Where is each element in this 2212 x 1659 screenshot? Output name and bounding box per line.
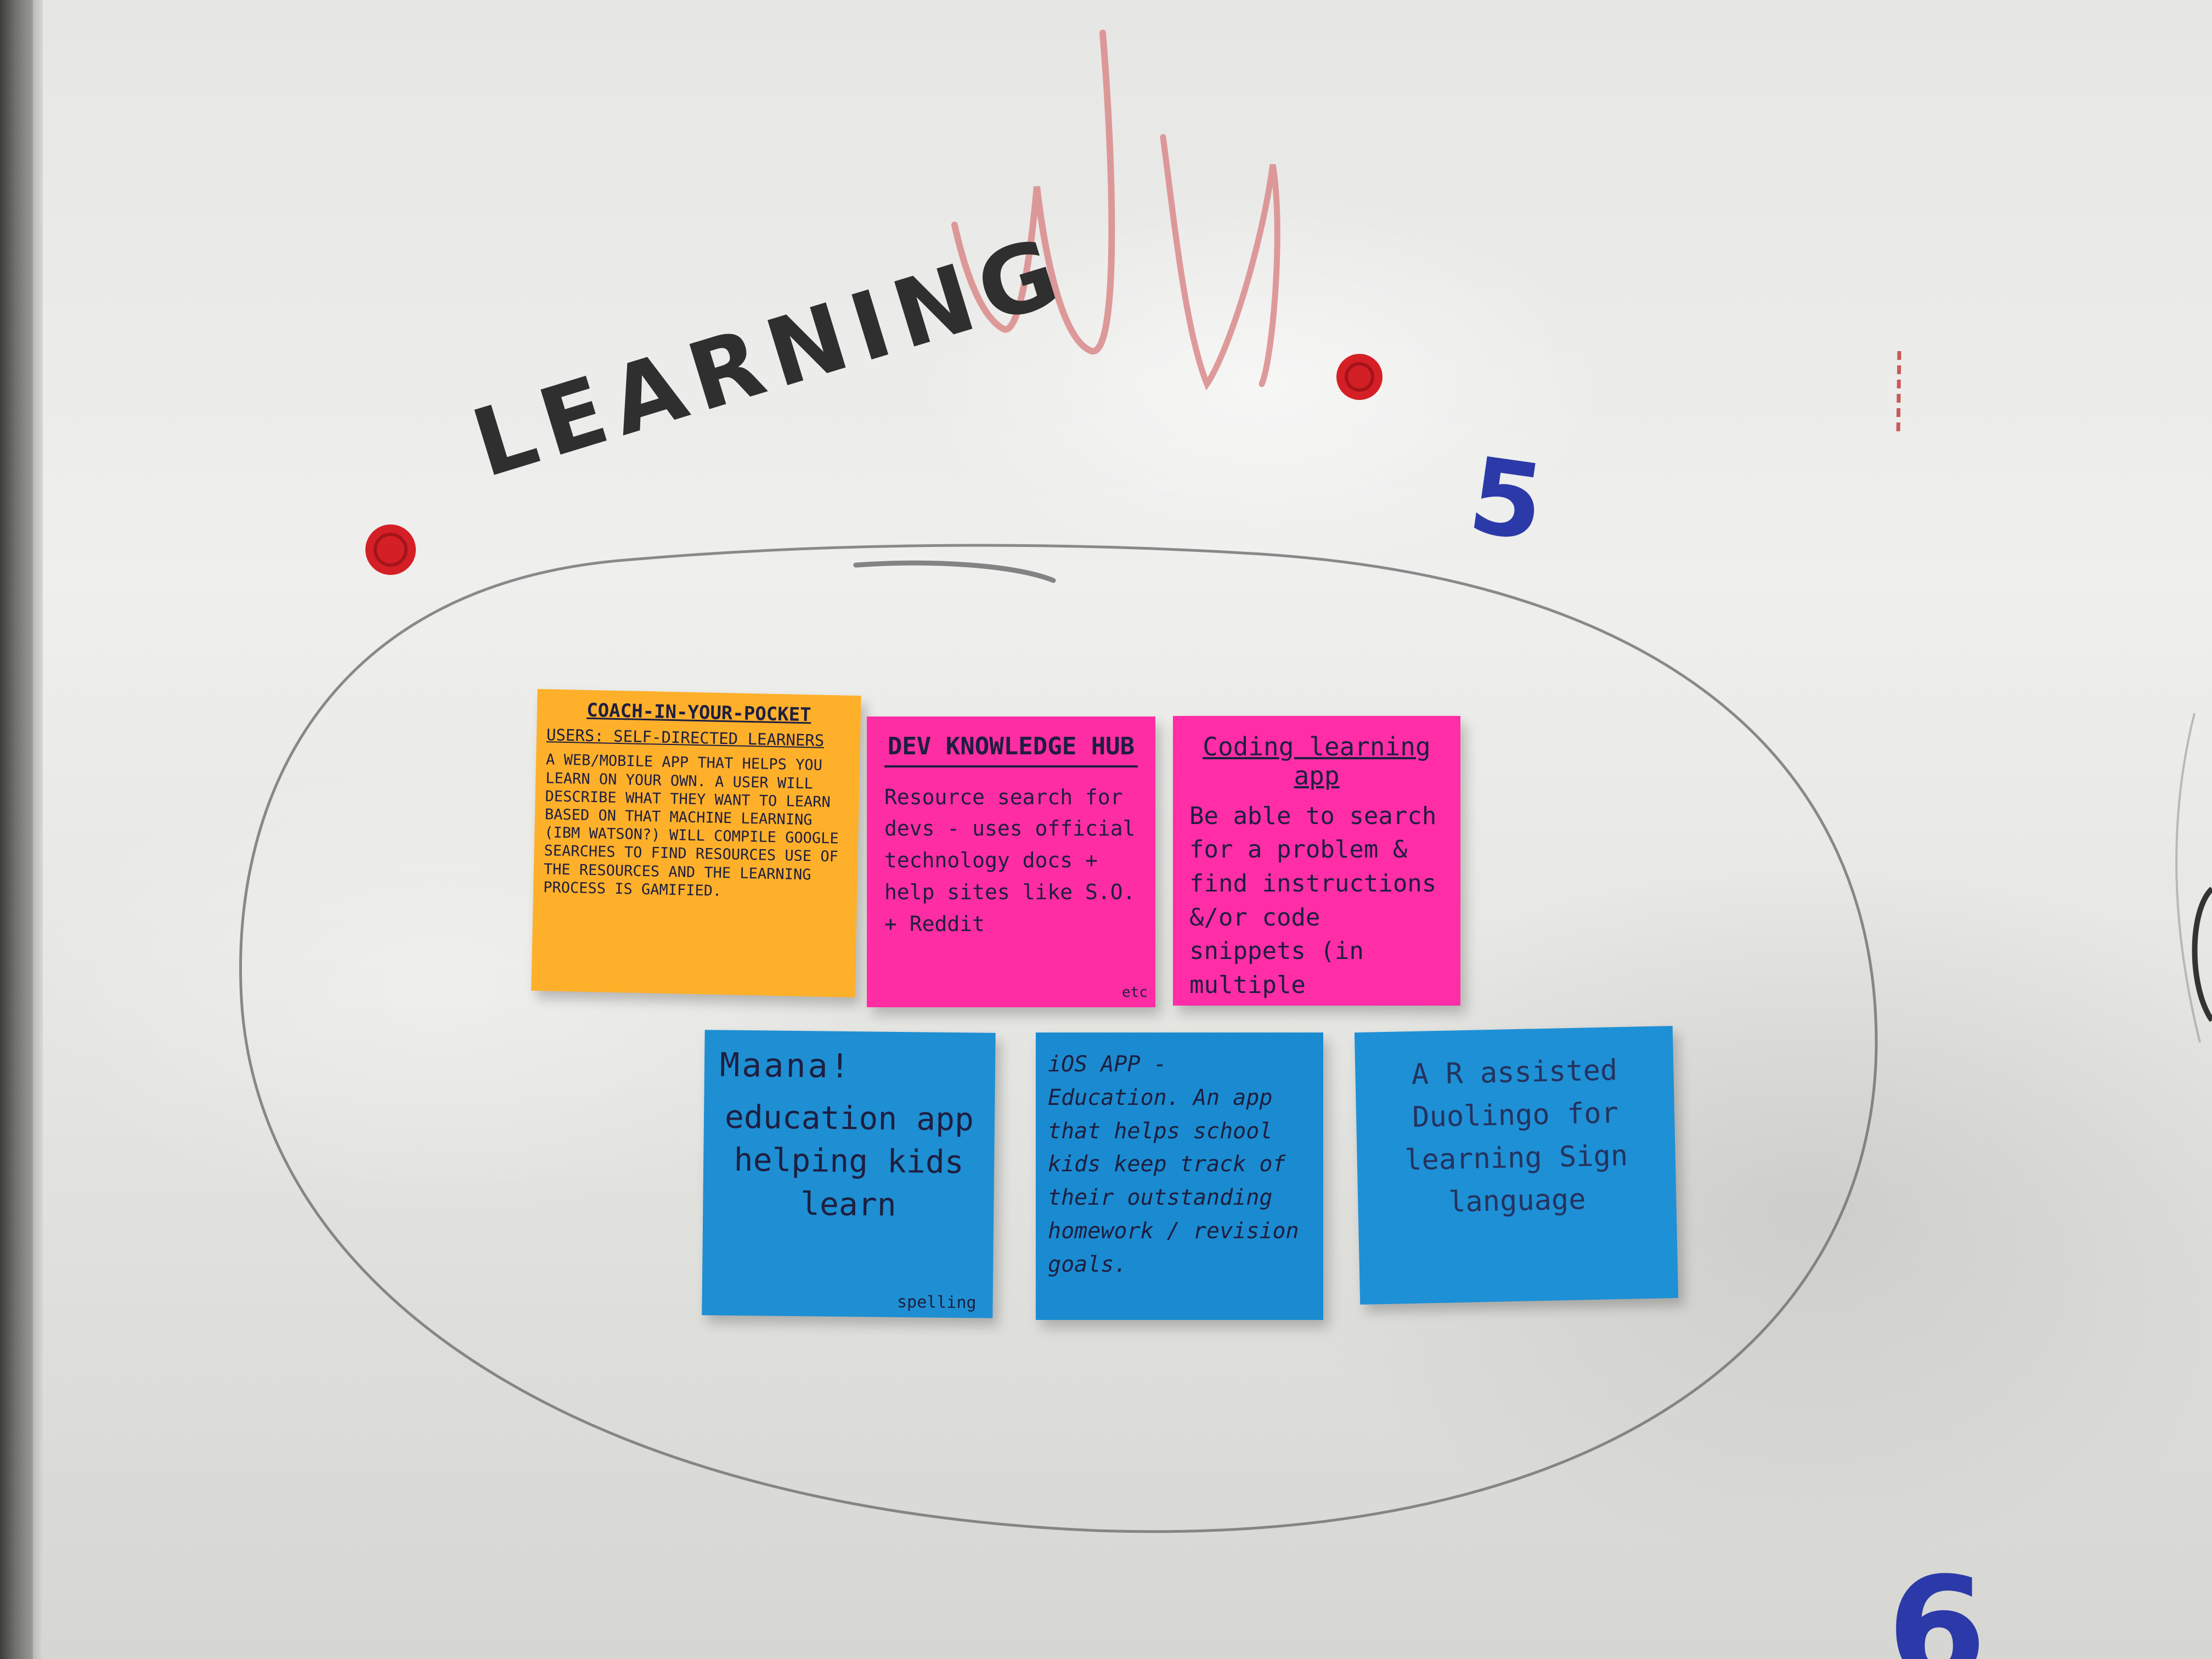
whiteboard-frame	[0, 0, 33, 1659]
note-body: A WEB/MOBILE APP THAT HELPS YOU LEARN ON…	[543, 751, 839, 900]
note-corner-text: etc	[1122, 984, 1148, 1001]
pink-scribble-left	[951, 30, 1115, 355]
note-heading: Maana!	[719, 1046, 853, 1086]
red-dot-right-ring	[1345, 362, 1374, 392]
note-heading: Coding learning app	[1203, 732, 1431, 791]
red-dot-left	[365, 524, 416, 575]
marker-dash	[853, 560, 1056, 583]
note-users: USERS: SELF-DIRECTED LEARNERS	[546, 725, 825, 750]
note-body: education app helping kids learn	[724, 1098, 974, 1223]
red-dot-right	[1336, 354, 1383, 400]
sticky-note-ar-sign-language: A R assisted Duolingo for learning Sign …	[1354, 1025, 1679, 1305]
note-body: A R assisted Duolingo for learning Sign …	[1404, 1054, 1628, 1219]
whiteboard-edge	[33, 0, 43, 1659]
pink-scribble-right	[1160, 134, 1280, 391]
board-magnet	[2192, 887, 2212, 1022]
note-heading: DEV KNOWLEDGE HUB	[884, 732, 1138, 768]
note-body: Be able to search for a problem & find i…	[1189, 802, 1437, 1006]
grouping-ellipse	[239, 544, 1878, 1533]
note-corner-text: spelling	[896, 1292, 977, 1313]
sticky-note-coding-learning-app: Coding learning app Be able to search fo…	[1173, 716, 1460, 1006]
sticky-note-maana: Maana! education app helping kids learn …	[702, 1030, 996, 1318]
note-heading: COACH-IN-YOUR-POCKET	[586, 699, 812, 726]
marker-number-six: 6	[1887, 1547, 1987, 1659]
sticky-note-ios-app: iOS APP - Education. An app that helps s…	[1036, 1032, 1323, 1320]
note-body: Resource search for devs - uses official…	[884, 785, 1136, 936]
red-dot-left-ring	[374, 533, 408, 567]
faint-line	[2175, 713, 2201, 1043]
sticky-note-coach-in-your-pocket: COACH-IN-YOUR-POCKET USERS: SELF-DIRECTE…	[531, 689, 861, 998]
note-body: iOS APP - Education. An app that helps s…	[1048, 1052, 1299, 1277]
red-mark	[1896, 351, 1901, 434]
sticky-note-dev-knowledge-hub: DEV KNOWLEDGE HUB Resource search for de…	[867, 716, 1155, 1007]
